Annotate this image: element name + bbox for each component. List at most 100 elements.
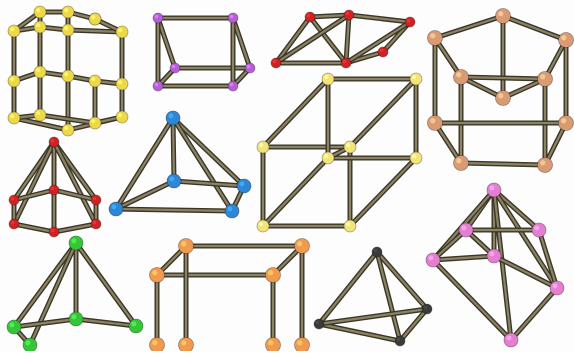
rod [346, 22, 410, 63]
ball-highlight [489, 185, 494, 190]
ball-joint [410, 152, 422, 164]
ball-highlight [230, 15, 234, 19]
ball-joint [8, 112, 20, 124]
ball-joint [8, 75, 20, 87]
rod [54, 224, 96, 232]
ball-highlight [36, 68, 40, 72]
ball-highlight [374, 249, 378, 253]
ball-highlight [456, 72, 461, 77]
ball-highlight [51, 229, 55, 233]
ball-joint [344, 220, 356, 232]
ball-joint [305, 12, 315, 22]
hexagonal-prism-model [8, 6, 128, 136]
ball-highlight [489, 251, 494, 256]
triangular-prism-red-model [271, 10, 415, 68]
ball-joint [504, 333, 518, 347]
ball-joint [496, 9, 511, 24]
ball-joint [295, 239, 310, 254]
ball-highlight [36, 23, 40, 27]
ball-joint [454, 156, 469, 171]
ball-joint [428, 31, 443, 46]
ball-joint [257, 141, 269, 153]
ball-highlight [169, 176, 174, 181]
ball-highlight [64, 26, 68, 30]
ball-joint [34, 66, 46, 78]
ball-joint [49, 185, 59, 195]
ball-highlight [93, 197, 97, 201]
ball-joint [49, 227, 59, 237]
rod [158, 18, 175, 68]
ball-joint [405, 17, 415, 27]
square-pyramid-pink-model [426, 183, 564, 347]
ball-joint [129, 319, 143, 333]
ball-highlight [561, 35, 566, 40]
rod [433, 260, 511, 340]
ball-joint [49, 137, 59, 147]
ball-highlight [561, 118, 566, 123]
ball-joint [34, 6, 46, 18]
rod [263, 158, 328, 226]
ball-highlight [64, 8, 68, 12]
rod [14, 319, 76, 327]
rod [173, 118, 174, 181]
ball-joint [228, 81, 238, 91]
ball-highlight [9, 322, 14, 327]
ball-highlight [36, 8, 40, 12]
ball-highlight [51, 139, 55, 143]
ball-highlight [64, 126, 68, 130]
ball-highlight [64, 72, 68, 76]
cuboid-yellow-model [257, 73, 422, 232]
ball-joint [228, 13, 238, 23]
ball-highlight [91, 77, 95, 81]
ball-joint [153, 13, 163, 23]
ball-highlight [91, 15, 95, 19]
rod [319, 309, 427, 324]
ball-highlight [118, 113, 122, 117]
ball-highlight [324, 75, 328, 79]
ball-joint [550, 281, 564, 295]
ball-highlight [71, 238, 76, 243]
ball-highlight [297, 241, 302, 246]
ball-highlight [181, 241, 186, 246]
ball-highlight [428, 255, 433, 260]
ball-joint [314, 319, 324, 329]
ball-joint [91, 219, 101, 229]
ball-joint [487, 183, 501, 197]
cube-purple-model [153, 13, 255, 91]
ball-joint [62, 24, 74, 36]
ball-highlight [498, 93, 503, 98]
rod [319, 324, 400, 341]
ball-joint [34, 21, 46, 33]
pentagonal-prism-brown-model [428, 9, 574, 173]
ball-joint [266, 268, 281, 283]
ball-joint [89, 75, 101, 87]
ball-highlight [380, 49, 384, 53]
ball-highlight [430, 33, 435, 38]
ball-highlight [540, 74, 545, 79]
ball-highlight [11, 221, 15, 225]
ball-joint [344, 10, 354, 20]
rod [319, 252, 377, 324]
ball-highlight [10, 27, 14, 31]
ball-joint [116, 111, 128, 123]
ball-highlight [118, 80, 122, 84]
ball-highlight [239, 181, 244, 186]
ball-highlight [397, 338, 401, 342]
ball-joint [69, 312, 83, 326]
ball-joint [166, 111, 180, 125]
ball-highlight [316, 321, 320, 325]
ball-highlight [71, 314, 76, 319]
ball-highlight [93, 221, 97, 225]
ball-joint [179, 338, 194, 352]
ball-highlight [10, 77, 14, 81]
ball-highlight [498, 11, 503, 16]
ball-highlight [346, 12, 350, 16]
ball-joint [257, 220, 269, 232]
rod [76, 243, 136, 326]
ball-joint [167, 174, 181, 188]
ball-joint [372, 247, 382, 257]
ball-highlight [155, 15, 159, 19]
rod [511, 288, 557, 340]
ball-joint [62, 70, 74, 82]
